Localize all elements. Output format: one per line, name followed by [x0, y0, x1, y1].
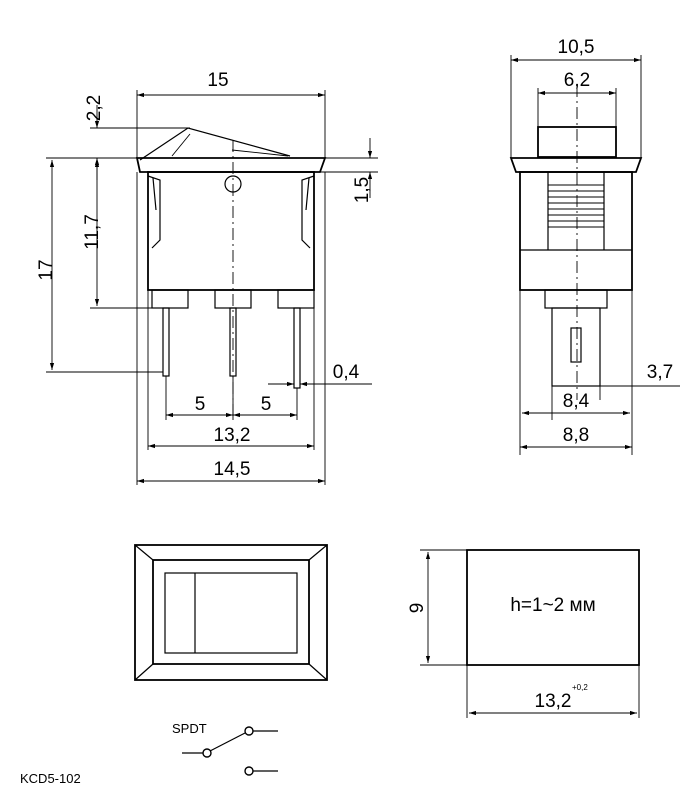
dim-pitch-left: 5	[195, 394, 206, 415]
pin-left	[162, 307, 170, 377]
terminal-base-left	[151, 289, 189, 309]
dim-pin-offset: 3,7	[647, 362, 673, 383]
model-label: KCD5-102	[20, 771, 81, 786]
dim-pin-thickness: 0,4	[333, 362, 360, 383]
cutout-rect	[466, 549, 640, 666]
terminal-base-right	[277, 289, 315, 309]
top-rocker	[164, 572, 298, 654]
dim-cutout-width: 13,2	[535, 691, 572, 712]
dim-rocker-width: 6,2	[564, 70, 590, 91]
bezel-flange	[135, 157, 327, 173]
pin-right	[293, 307, 301, 389]
dim-width-15: 15	[207, 70, 228, 91]
dim-bottom-width: 14,5	[214, 459, 251, 480]
dim-rocker-height: 2,2	[84, 95, 105, 121]
dim-flange: 1,5	[352, 177, 373, 203]
dim-body-height: 11,7	[82, 214, 103, 250]
front-view: 15 2,2 1,5 11,7 17 0,4	[36, 70, 378, 485]
dim-pitch-right: 5	[261, 394, 272, 415]
side-body	[519, 171, 633, 291]
dim-pins-span: 13,2	[214, 425, 251, 446]
dim-body-width: 8,8	[563, 425, 589, 446]
dim-flange-width: 10,5	[558, 37, 595, 58]
dim-inner-width: 8,4	[563, 391, 590, 412]
rocker-actuator	[139, 127, 291, 161]
dim-cutout-height: 9	[407, 603, 428, 614]
side-ribs	[548, 184, 604, 228]
spdt-schematic: SPDT	[172, 721, 278, 776]
switch-body	[147, 171, 315, 291]
dim-cutout-tolerance: +0,2	[572, 683, 588, 692]
panel-cutout: h=1~2 мм 9 13,2 +0,2	[407, 549, 640, 718]
top-bezel-outer	[134, 544, 328, 681]
top-bezel-inner	[152, 559, 310, 665]
top-view	[134, 544, 328, 681]
side-terminal	[551, 307, 601, 387]
spdt-label: SPDT	[172, 721, 207, 736]
side-flange	[509, 157, 643, 173]
side-view: 10,5 6,2 3,7 8,4 8,8	[509, 37, 680, 455]
cutout-depth-note: h=1~2 мм	[510, 595, 595, 616]
dim-total-height: 17	[36, 259, 57, 280]
